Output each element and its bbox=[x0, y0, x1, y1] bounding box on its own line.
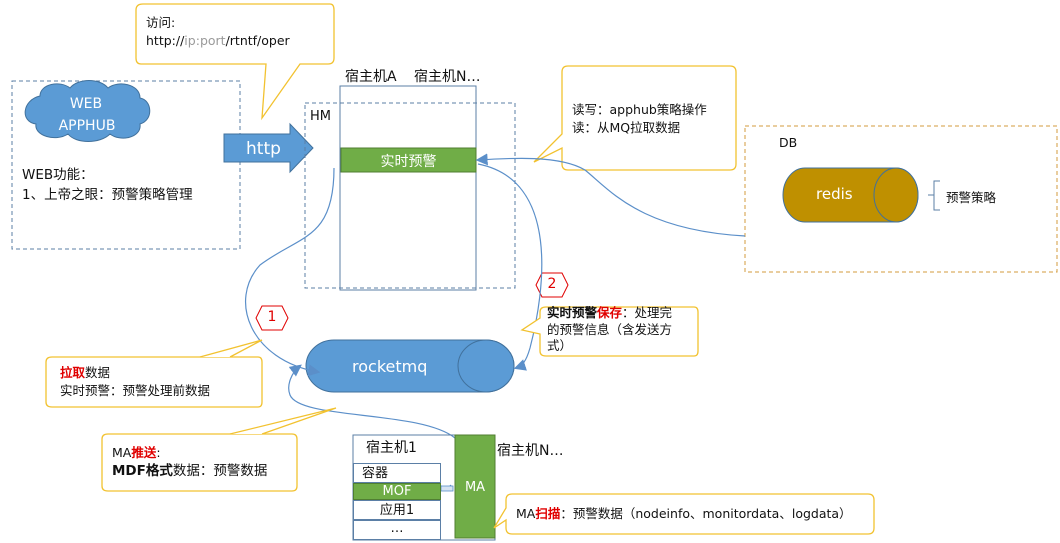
url-colon: : bbox=[195, 33, 200, 48]
callout-save-text: 实时预警保存：处理完 的预警信息（含发送方 式） bbox=[547, 305, 672, 355]
callout-url-line2: http://ip:port/rtntf/oper bbox=[146, 32, 290, 50]
curve-ma-to-mq bbox=[288, 364, 456, 439]
ma-box bbox=[454, 434, 496, 539]
host-n-label: 宿主机N… bbox=[414, 69, 481, 85]
rocketmq-cylinder-end bbox=[457, 339, 515, 393]
callout-scan-text: MA扫描：预警数据（nodeinfo、monitordata、logdata） bbox=[516, 505, 852, 523]
realtime-box bbox=[340, 147, 477, 173]
callout-push-line2: MDF格式数据：预警数据 bbox=[112, 462, 267, 480]
host-a-label: 宿主机A bbox=[345, 69, 397, 85]
strategy-bracket bbox=[928, 180, 940, 211]
callout-save-line1: 实时预警保存：处理完 bbox=[547, 305, 672, 322]
callout-rw-line1: 读写：apphub策略操作 bbox=[572, 102, 707, 117]
rocketmq-label: rocketmq bbox=[352, 357, 428, 376]
ma-label: MA bbox=[464, 480, 486, 495]
callout-push-text: MA推送: MDF格式数据：预警数据 bbox=[112, 444, 267, 480]
host-a-rect bbox=[339, 85, 477, 291]
cloud-line1: WEB bbox=[69, 96, 103, 112]
pull-red: 拉取 bbox=[60, 365, 86, 380]
redis-label: redis bbox=[816, 185, 853, 203]
hm-dashed-box bbox=[304, 102, 516, 289]
callout-push-tail bbox=[229, 407, 337, 435]
curve-hm-to-mq bbox=[245, 167, 335, 377]
save-rest: ：处理完 bbox=[622, 305, 673, 320]
host-1-label: 宿主机1 bbox=[366, 440, 417, 456]
callout-url-text: 访问: http://ip:port/rtntf/oper bbox=[146, 14, 290, 50]
callout-save-line3: 式） bbox=[547, 338, 573, 353]
url-port: port bbox=[199, 33, 226, 48]
callout-url-line1: 访问: bbox=[146, 15, 176, 30]
web-func-item: 1、上帝之眼：预警策略管理 bbox=[22, 187, 193, 203]
callout-url-shape bbox=[135, 3, 335, 121]
callout-push-line1: MA推送: bbox=[112, 444, 267, 462]
push-line2-bold: MDF格式 bbox=[112, 463, 173, 479]
scan-prefix: MA bbox=[516, 506, 536, 521]
http-arrow-shape bbox=[223, 122, 314, 174]
badge-1: 1 bbox=[267, 309, 277, 325]
push-prefix: MA bbox=[112, 445, 132, 460]
web-apphub-cloud bbox=[24, 80, 151, 142]
app1-cell: 应用1 bbox=[353, 500, 441, 520]
callout-rw-text: 读写：apphub策略操作 读：从MQ拉取数据 bbox=[572, 101, 707, 137]
callout-save-shape bbox=[520, 306, 699, 357]
pull-rest: 数据 bbox=[85, 365, 111, 380]
badge-2: 2 bbox=[547, 276, 557, 292]
web-dashed-box bbox=[11, 80, 241, 250]
url-ip: ip bbox=[184, 33, 196, 48]
push-red: 推送 bbox=[131, 445, 157, 460]
mof-ma-link bbox=[440, 485, 454, 492]
badge-2-shape bbox=[535, 272, 569, 298]
push-colon: : bbox=[156, 445, 161, 460]
save-bold: 实时预警 bbox=[547, 305, 598, 320]
scan-red: 扫描 bbox=[535, 506, 561, 521]
db-label: DB bbox=[779, 135, 798, 150]
dots-cell: … bbox=[353, 520, 441, 540]
hm-label: HM bbox=[310, 109, 331, 124]
save-red: 保存 bbox=[597, 305, 623, 320]
callout-rw-line2: 读：从MQ拉取数据 bbox=[572, 120, 681, 135]
web-func-title: WEB功能： bbox=[22, 167, 94, 183]
scan-rest: ：预警数据（nodeinfo、monitordata、logdata） bbox=[560, 506, 852, 521]
curve-save-to-mq bbox=[477, 163, 543, 371]
callout-scan-shape bbox=[493, 493, 875, 535]
callout-pull-tail bbox=[199, 339, 263, 358]
container-cell: 容器 bbox=[353, 463, 441, 483]
callout-pull-text: 拉取数据 实时预警：预警处理前数据 bbox=[60, 364, 210, 400]
callout-pull-shape bbox=[45, 356, 263, 408]
redis-cylinder-end bbox=[873, 167, 919, 223]
strategy-label: 预警策略 bbox=[946, 190, 997, 205]
callout-rw-shape bbox=[533, 65, 737, 171]
url-prefix: http:// bbox=[146, 33, 185, 48]
callout-save-line2: 的预警信息（含发送方 bbox=[547, 321, 673, 337]
url-path: /rtntf/oper bbox=[225, 33, 290, 48]
badge-1-shape bbox=[255, 305, 289, 331]
host-n-bottom-label: 宿主机N… bbox=[497, 443, 564, 459]
curve-redis-to-realtime bbox=[475, 153, 746, 237]
callout-pull-line2: 实时预警：预警处理前数据 bbox=[60, 383, 211, 398]
push-line2-rest: 数据：预警数据 bbox=[172, 463, 268, 479]
mof-cell: MOF bbox=[353, 483, 441, 500]
db-dashed-box bbox=[744, 125, 1058, 273]
http-label: http bbox=[246, 139, 281, 159]
callout-push-shape bbox=[101, 433, 298, 492]
callout-pull-line1: 拉取数据 bbox=[60, 364, 210, 382]
realtime-label: 实时预警 bbox=[380, 154, 437, 170]
cloud-line2: APPHUB bbox=[58, 118, 116, 134]
